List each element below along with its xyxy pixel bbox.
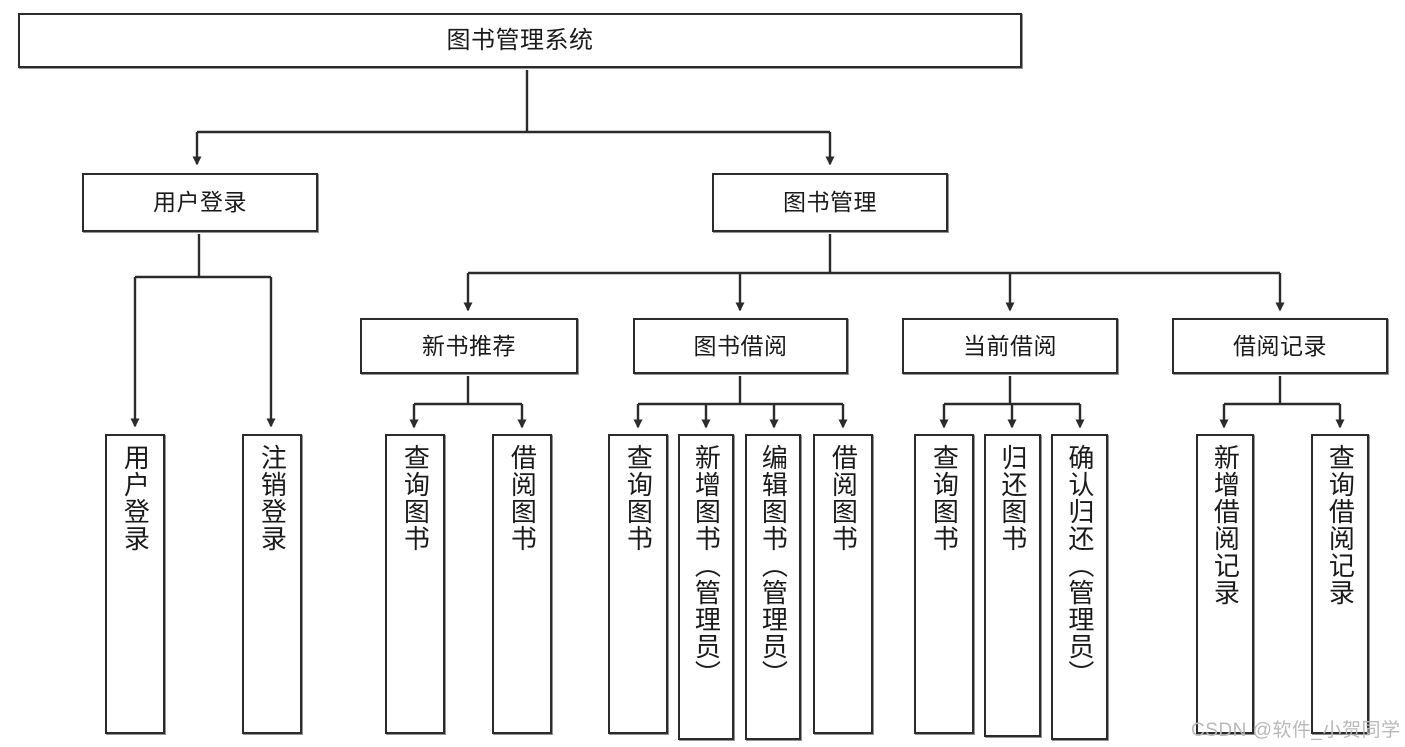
- node-user-login-label: 用户登录: [153, 189, 247, 216]
- node-borrow-record-label: 借阅记录: [1233, 332, 1327, 359]
- node-new-book-recommend-label: 新书推荐: [422, 332, 516, 359]
- node-leaf-query-borrow-record-label: 查询借阅记录: [1325, 444, 1356, 606]
- node-book-management[interactable]: 图书管理: [712, 173, 948, 232]
- node-leaf-edit-book-admin[interactable]: 编辑图书（管理员）: [745, 434, 801, 740]
- node-leaf-query-book-new-label: 查询图书: [400, 444, 431, 552]
- node-leaf-confirm-return-admin[interactable]: 确认归还（管理员）: [1051, 434, 1108, 740]
- node-leaf-query-book-current-label: 查询图书: [929, 444, 960, 552]
- node-leaf-return-book-label: 归还图书: [997, 444, 1028, 552]
- node-book-borrow[interactable]: 图书借阅: [633, 318, 848, 374]
- node-leaf-return-book[interactable]: 归还图书: [984, 434, 1041, 737]
- node-leaf-add-book-admin-label: 新增图书（管理员）: [691, 444, 722, 687]
- node-leaf-edit-book-admin-label: 编辑图书（管理员）: [758, 444, 789, 687]
- node-leaf-logout-label: 注销登录: [257, 444, 288, 552]
- node-user-login[interactable]: 用户登录: [82, 173, 318, 232]
- node-leaf-borrow-book-new[interactable]: 借阅图书: [492, 434, 552, 734]
- node-current-borrow-label: 当前借阅: [963, 332, 1057, 359]
- node-leaf-query-book-borrow-label: 查询图书: [623, 444, 654, 552]
- node-leaf-query-book-borrow[interactable]: 查询图书: [608, 434, 668, 734]
- node-leaf-add-borrow-record-label: 新增借阅记录: [1210, 444, 1241, 606]
- node-new-book-recommend[interactable]: 新书推荐: [360, 318, 578, 374]
- node-leaf-add-borrow-record[interactable]: 新增借阅记录: [1196, 434, 1254, 734]
- node-leaf-logout[interactable]: 注销登录: [242, 434, 302, 734]
- node-leaf-borrow-book-new-label: 借阅图书: [507, 444, 538, 552]
- node-book-management-label: 图书管理: [783, 189, 877, 216]
- watermark-text: CSDN @软件_小贺同学: [1191, 720, 1401, 741]
- node-leaf-borrow-book[interactable]: 借阅图书: [813, 434, 873, 734]
- node-borrow-record[interactable]: 借阅记录: [1172, 318, 1388, 374]
- node-leaf-user-login[interactable]: 用户登录: [105, 434, 165, 734]
- node-leaf-user-login-label: 用户登录: [120, 444, 151, 552]
- node-book-borrow-label: 图书借阅: [693, 332, 788, 359]
- node-root-label: 图书管理系统: [446, 26, 594, 54]
- node-leaf-query-book-current[interactable]: 查询图书: [914, 434, 974, 734]
- node-leaf-confirm-return-admin-label: 确认归还（管理员）: [1064, 444, 1095, 687]
- node-leaf-add-book-admin[interactable]: 新增图书（管理员）: [678, 434, 734, 740]
- node-current-borrow[interactable]: 当前借阅: [902, 318, 1118, 374]
- node-root[interactable]: 图书管理系统: [18, 13, 1022, 68]
- node-leaf-query-book-new[interactable]: 查询图书: [385, 434, 445, 734]
- node-leaf-borrow-book-label: 借阅图书: [828, 444, 859, 552]
- node-leaf-query-borrow-record[interactable]: 查询借阅记录: [1311, 434, 1369, 734]
